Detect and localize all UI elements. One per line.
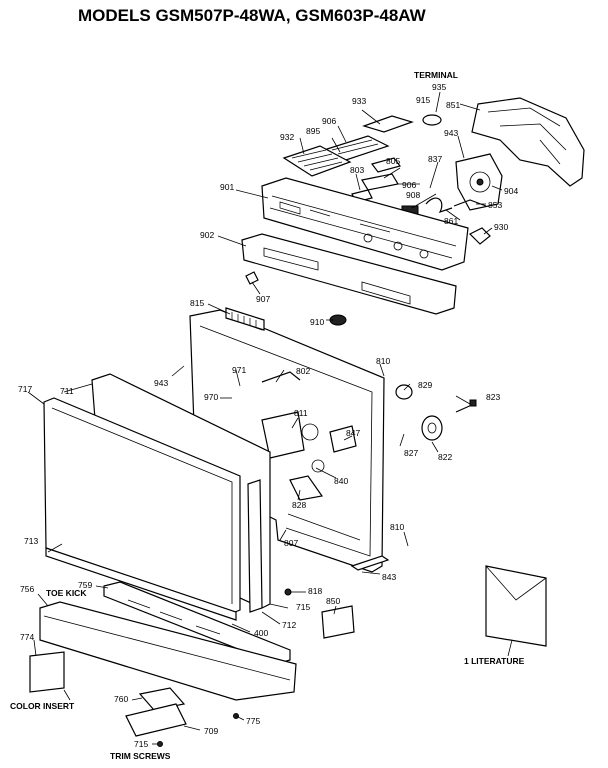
part-number-908: 908 xyxy=(406,190,420,200)
part-933-bar xyxy=(362,115,414,133)
part-number-756: 756 xyxy=(20,584,34,594)
part-904-timer xyxy=(455,153,503,211)
part-815-vent xyxy=(225,307,265,331)
part-number-850: 850 xyxy=(326,596,340,606)
part-number-807: 807 xyxy=(284,538,298,548)
part-number-715-bottom: 715 xyxy=(134,739,148,749)
part-851-cover xyxy=(471,97,585,187)
part-number-851: 851 xyxy=(446,100,460,110)
part-number-810-bottom: 810 xyxy=(390,522,404,532)
part-number-930: 930 xyxy=(494,222,508,232)
part-number-906-top: 906 xyxy=(322,116,336,126)
label-color-insert: COLOR INSERT xyxy=(10,701,75,711)
part-number-717: 717 xyxy=(18,384,32,394)
part-811-dispenser xyxy=(261,411,319,459)
part-number-709: 709 xyxy=(204,726,218,736)
part-number-901: 901 xyxy=(220,182,234,192)
part-number-828: 828 xyxy=(292,500,306,510)
part-902-panel-face xyxy=(241,233,457,315)
diagram-title: MODELS GSM507P-48WA, GSM603P-48AW xyxy=(78,6,427,25)
part-number-907: 907 xyxy=(256,294,270,304)
part-915-terminal xyxy=(422,114,442,126)
leader-lines xyxy=(27,91,513,745)
part-number-802: 802 xyxy=(296,366,310,376)
part-901-control-panel xyxy=(261,177,469,271)
label-trim-screws: TRIM SCREWS xyxy=(110,751,171,761)
part-number-970: 970 xyxy=(204,392,218,402)
part-759-toe-kick xyxy=(103,581,291,665)
part-number-843: 843 xyxy=(382,572,396,582)
part-number-915: 915 xyxy=(416,95,430,105)
part-number-840: 840 xyxy=(334,476,348,486)
part-number-906-mid: 906 xyxy=(402,180,416,190)
part-774-insert xyxy=(29,651,65,693)
part-822-disc xyxy=(421,415,443,441)
part-802-arm xyxy=(261,371,301,383)
part-number-760: 760 xyxy=(114,694,128,704)
part-number-805: 805 xyxy=(386,156,400,166)
part-712-rail xyxy=(247,479,263,613)
part-829-cap xyxy=(395,384,413,400)
part-number-803: 803 xyxy=(350,165,364,175)
part-number-774: 774 xyxy=(20,632,34,642)
part-932-board xyxy=(282,145,352,177)
part-number-971: 971 xyxy=(232,365,246,375)
part-number-711: 711 xyxy=(60,386,74,396)
part-number-895: 895 xyxy=(306,126,320,136)
part-number-400: 400 xyxy=(254,628,268,638)
part-number-775: 775 xyxy=(246,716,260,726)
part-number-818: 818 xyxy=(308,586,322,596)
label-literature: 1 LITERATURE xyxy=(464,656,525,666)
part-number-759: 759 xyxy=(78,580,92,590)
part-number-823: 823 xyxy=(486,392,500,402)
part-number-943-mid: 943 xyxy=(154,378,168,388)
part-number-815: 815 xyxy=(190,298,204,308)
part-number-713: 713 xyxy=(24,536,38,546)
part-number-837: 837 xyxy=(428,154,442,164)
part-number-861: 861 xyxy=(444,216,458,226)
part-713-strip xyxy=(45,547,237,621)
part-number-910: 910 xyxy=(310,317,324,327)
part-709-plate xyxy=(125,703,187,737)
part-number-935: 935 xyxy=(432,82,446,92)
part-number-853: 853 xyxy=(488,200,502,210)
part-number-827: 827 xyxy=(404,448,418,458)
part-number-712: 712 xyxy=(282,620,296,630)
part-number-902: 902 xyxy=(200,230,214,240)
part-850-bracket xyxy=(321,605,355,639)
part-number-810-top: 810 xyxy=(376,356,390,366)
part-840-828-hinge xyxy=(289,459,325,501)
part-number-932: 932 xyxy=(280,132,294,142)
part-930-knob xyxy=(468,227,491,245)
part-number-904: 904 xyxy=(504,186,518,196)
part-843-strip xyxy=(350,555,390,571)
part-number-847: 847 xyxy=(346,428,360,438)
part-number-822: 822 xyxy=(438,452,452,462)
part-823-pin xyxy=(455,399,477,413)
literature-envelope xyxy=(485,565,547,647)
label-toe-kick: TOE KICK xyxy=(46,588,87,598)
part-number-715-mid: 715 xyxy=(296,602,310,612)
part-number-811: 811 xyxy=(294,408,308,418)
part-847-cup xyxy=(329,425,357,453)
part-number-933: 933 xyxy=(352,96,366,106)
part-number-943-top: 943 xyxy=(444,128,458,138)
part-756-color-insert-panel xyxy=(39,601,297,701)
label-terminal: TERMINAL xyxy=(414,70,458,80)
part-805-806-pads xyxy=(361,157,402,191)
part-907-clip xyxy=(245,271,259,285)
part-number-829: 829 xyxy=(418,380,432,390)
part-715-trim-screws xyxy=(157,741,163,747)
